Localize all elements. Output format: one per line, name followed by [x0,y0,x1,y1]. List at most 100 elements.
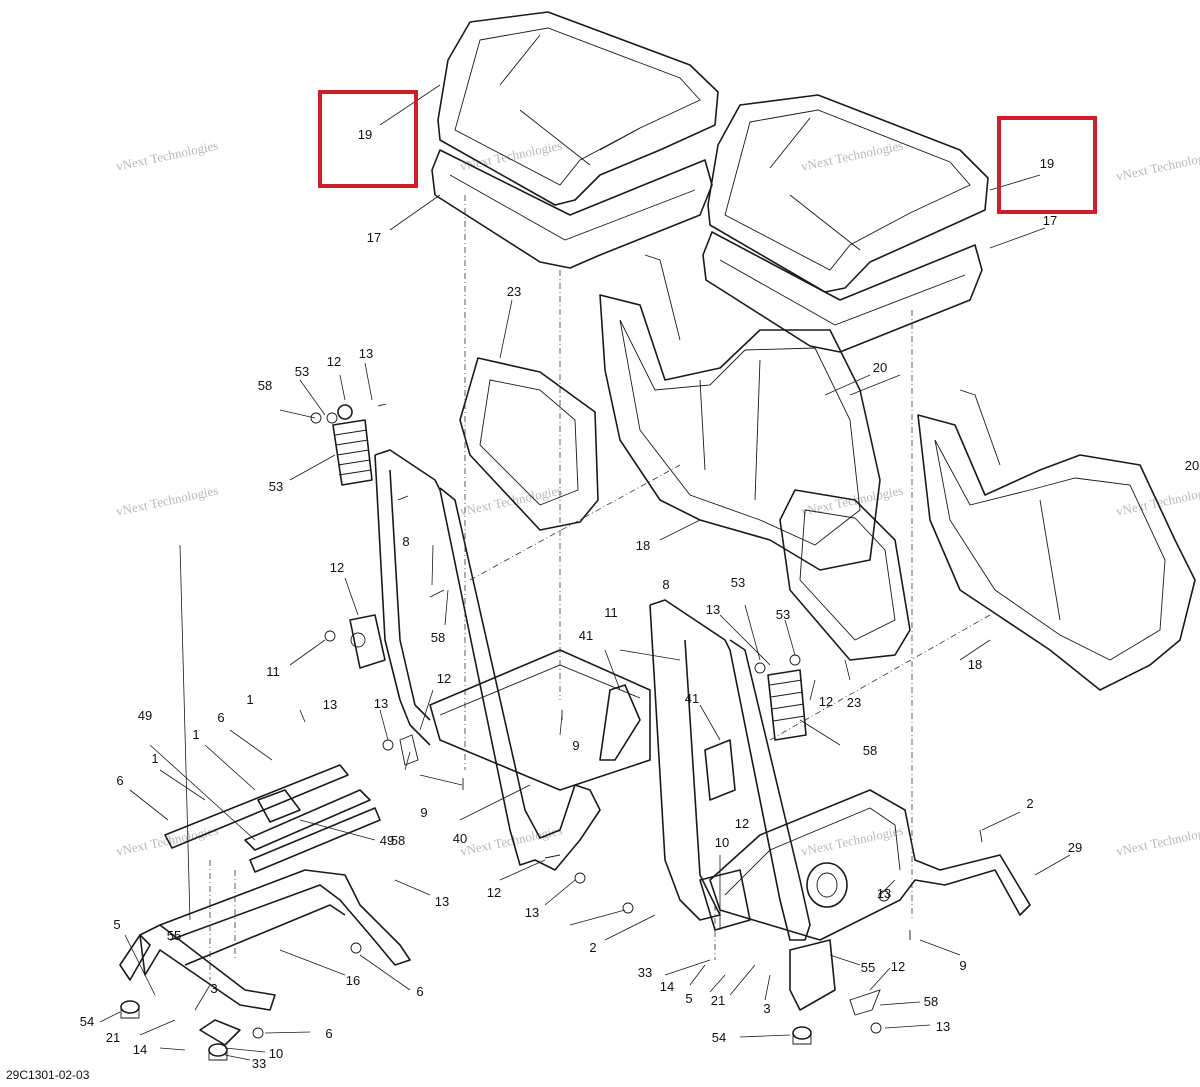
hardware [120,403,983,1061]
callout-53: 53 [269,479,283,494]
callout-1: 1 [192,727,199,742]
callout-19: 19 [358,127,372,142]
base-frame-29 [709,789,1031,941]
callout-13: 13 [706,602,720,617]
callout-41: 41 [579,628,593,643]
callout-12: 12 [437,671,451,686]
callout-12: 12 [735,816,749,831]
right-seat-frame [599,599,836,1011]
drawing-code: 29C1301-02-03 [6,1068,90,1082]
callout-9: 9 [572,738,579,753]
callout-41: 41 [685,691,699,706]
callout-49: 49 [138,708,152,723]
callout-11: 11 [604,605,618,620]
callout-1: 1 [151,751,158,766]
callout-17: 17 [1043,213,1057,228]
callout-12: 12 [819,694,833,709]
callout-49: 49 [380,833,394,848]
callout-13: 13 [374,696,388,711]
watermark: vNext Technologies [115,482,220,518]
callout-14: 14 [660,979,674,994]
callout-20: 20 [1185,458,1199,473]
callout-labels: 1917191723201820182353121358531211858131… [80,127,1199,1071]
callout-54: 54 [80,1014,94,1029]
watermark-group: vNext Technologies vNext Technologies vNex… [115,137,1200,858]
callout-12: 12 [330,560,344,575]
callout-1: 1 [246,692,253,707]
watermark: vNext Technologies [459,822,564,858]
callout-18: 18 [636,538,650,553]
callout-9: 9 [420,805,427,820]
callout-5: 5 [685,991,692,1006]
watermark: vNext Technologies [115,137,220,173]
callout-10: 10 [269,1046,283,1061]
callout-19: 19 [1040,156,1054,171]
left-seat-frame [332,404,651,871]
callout-58: 58 [431,630,445,645]
callout-18: 18 [968,657,982,672]
callout-2: 2 [589,940,596,955]
callout-21: 21 [106,1030,120,1045]
callout-11: 11 [266,664,280,679]
callout-33: 33 [252,1056,266,1071]
callout-13: 13 [359,346,373,361]
headrest-right [779,489,911,661]
callout-55: 55 [861,960,875,975]
callout-3: 3 [763,1001,770,1016]
slide-rails-49 [164,764,381,873]
callout-9: 9 [959,958,966,973]
callout-20: 20 [873,360,887,375]
callout-58: 58 [391,833,405,848]
callout-13: 13 [323,697,337,712]
highlight-box-left [318,90,418,188]
callout-6: 6 [116,773,123,788]
callout-33: 33 [638,965,652,980]
seat-cushion-left [431,11,719,269]
callout-13: 13 [936,1019,950,1034]
callout-55: 55 [167,928,181,943]
highlight-box-right [997,116,1097,214]
callout-6: 6 [416,984,423,999]
callout-23: 23 [507,284,521,299]
seat-back-left [599,254,881,571]
callout-12: 12 [487,885,501,900]
callout-14: 14 [133,1042,147,1057]
callout-8: 8 [402,534,409,549]
callout-53: 53 [731,575,745,590]
callout-23: 23 [847,695,861,710]
callout-12: 12 [327,354,341,369]
callout-13: 13 [435,894,449,909]
callout-6: 6 [217,710,224,725]
watermark: vNext Technologies [800,482,905,518]
callout-53: 53 [776,607,790,622]
watermark: vNext Technologies [800,137,905,173]
alignment-lines [209,195,991,980]
watermark: vNext Technologies [800,822,905,858]
callout-58: 58 [924,994,938,1009]
callout-5: 5 [113,917,120,932]
callout-2: 2 [1026,796,1033,811]
watermark: vNext Technologies [1115,147,1200,183]
leader-lines [99,84,1071,1061]
seat-back-right [917,389,1196,691]
callout-8: 8 [662,577,669,592]
seat-cushion-right [702,94,989,353]
callout-40: 40 [453,831,467,846]
callout-21: 21 [711,993,725,1008]
watermark: vNext Technologies [1115,822,1200,858]
callout-16: 16 [346,973,360,988]
callout-10: 10 [715,835,729,850]
callout-53: 53 [295,364,309,379]
callout-12: 12 [891,959,905,974]
callout-58: 58 [863,743,877,758]
watermark: vNext Technologies [459,137,564,173]
watermark: vNext Technologies [115,822,220,858]
callout-54: 54 [712,1030,726,1045]
headrest-left [459,357,599,531]
watermark: vNext Technologies [459,482,564,518]
callout-6: 6 [325,1026,332,1041]
callout-29: 29 [1068,840,1082,855]
callout-58: 58 [258,378,272,393]
callout-13: 13 [525,905,539,920]
